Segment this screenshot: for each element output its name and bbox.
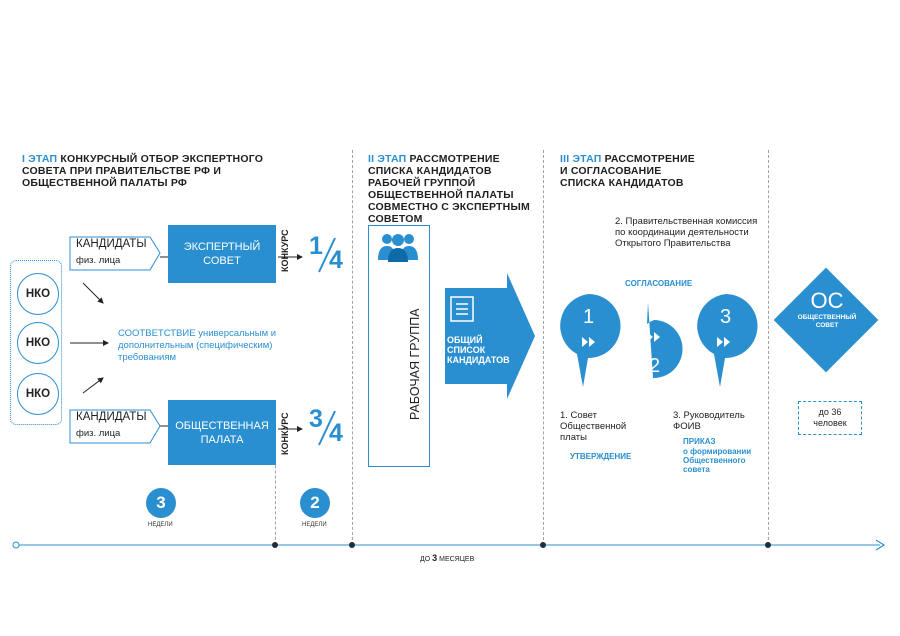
candidates-top: КАНДИДАТЫ физ. лица [70, 237, 158, 271]
weeks-left-circle: 3 [146, 488, 176, 518]
fraction-quarter-den: 4 [329, 246, 343, 274]
stage2-title: II ЭТАП РАССМОТРЕНИЕ СПИСКА КАНДИДАТОВ Р… [368, 153, 538, 225]
stage3-title: III ЭТАП РАССМОТРЕНИЕ И СОГЛАСОВАНИЕ СПИ… [560, 153, 700, 189]
step1-text: 1. Совет Общественной платы [560, 410, 627, 443]
divider-2 [543, 150, 544, 545]
public-council-abbr: ОС [810, 288, 844, 313]
stage2-text: РАССМОТРЕНИЕ СПИСКА КАНДИДАТОВ РАБОЧЕЙ Г… [368, 153, 530, 225]
workgroup-box [368, 225, 430, 467]
divider-1 [352, 150, 353, 545]
general-list-label: ОБЩИЙ СПИСОК КАНДИДАТОВ [447, 335, 510, 365]
fraction-quarter: 1 4 [307, 232, 352, 277]
step2-text: 2. Правительственная комиссия по координ… [615, 216, 758, 249]
weeks-right-circle: 2 [300, 488, 330, 518]
stage3-text: РАССМОТРЕНИЕ И СОГЛАСОВАНИЕ СПИСКА КАНДИ… [560, 153, 695, 189]
nko-group [10, 260, 62, 425]
divider-3 [768, 150, 769, 545]
stage2-number: II ЭТАП [368, 153, 407, 165]
timeline-value: 3 [432, 553, 438, 563]
fraction-three-quarters-num: 3 [309, 405, 323, 433]
weeks-right-label: НЕДЕЛИ [302, 522, 327, 528]
public-chamber-box: ОБЩЕСТВЕННАЯ ПАЛАТА [168, 400, 276, 465]
bubble-number-2: 2 [649, 355, 661, 377]
bubble-number-3: 3 [720, 306, 732, 328]
timeline-label: до 3 месяцев [420, 553, 474, 563]
conformity-text: СООТВЕТСТВИЕ универсальным и дополнитель… [118, 328, 298, 364]
bubble-number-1: 1 [583, 306, 595, 328]
candidates-bottom-label: КАНДИДАТЫ [76, 411, 147, 423]
candidates-top-label: КАНДИДАТЫ [76, 238, 147, 250]
step1-action: УТВЕРЖДЕНИЕ [570, 452, 632, 461]
conformity-rest: универсальным и дополнительным (специфич… [118, 328, 277, 363]
public-council-label: ОС ОБЩЕСТВЕННЫЙ СОВЕТ [790, 288, 864, 330]
timeline-prefix: до [420, 556, 431, 563]
candidates-top-sub: физ. лица [76, 255, 121, 266]
conformity-key: СООТВЕТСТВИЕ [118, 328, 196, 339]
nko-circle: НКО [17, 273, 59, 315]
divider-weeks [275, 450, 276, 545]
people-icon [378, 234, 418, 262]
stage1-number: I ЭТАП [22, 153, 58, 165]
stage3-number: III ЭТАП [560, 153, 602, 165]
timeline-unit: месяцев [439, 556, 475, 563]
stage1-title: I ЭТАП КОНКУРСНЫЙ ОТБОР ЭКСПЕРТНОГО СОВЕ… [22, 153, 292, 189]
fraction-three-quarters-den: 4 [329, 419, 343, 447]
step2-action: СОГЛАСОВАНИЕ [625, 279, 693, 288]
konkurs-top-label: КОНКУРС [280, 229, 290, 272]
members-count-unit: человек [813, 418, 847, 428]
nko-circle: НКО [17, 322, 59, 364]
konkurs-bottom-label: КОНКУРС [280, 412, 290, 455]
approval-bubbles [560, 294, 758, 387]
stage1-text: КОНКУРСНЫЙ ОТБОР ЭКСПЕРТНОГО СОВЕТА ПРИ … [22, 153, 264, 189]
public-council-name: ОБЩЕСТВЕННЫЙ СОВЕТ [797, 314, 857, 329]
step3-action-detail: о формировании Общественного совета [683, 447, 752, 474]
fraction-quarter-num: 1 [309, 232, 323, 260]
expert-council-box: ЭКСПЕРТНЫЙ СОВЕТ [168, 225, 276, 283]
step3-text: 3. Руководитель ФОИВ [673, 410, 745, 432]
weeks-left-label: НЕДЕЛИ [148, 522, 173, 528]
candidates-bottom: КАНДИДАТЫ физ. лица [70, 410, 158, 444]
general-list-arrow [445, 273, 535, 399]
members-count-value: до 36 [818, 407, 842, 417]
step3-action: ПРИКАЗ [683, 437, 716, 446]
members-count: до 36 человек [798, 401, 862, 435]
timeline [12, 539, 886, 551]
workgroup-label: РАБОЧАЯ ГРУППА [408, 308, 422, 420]
nko-circle: НКО [17, 373, 59, 415]
candidates-bottom-sub: физ. лица [76, 428, 121, 439]
fraction-three-quarters: 3 4 [307, 405, 352, 450]
